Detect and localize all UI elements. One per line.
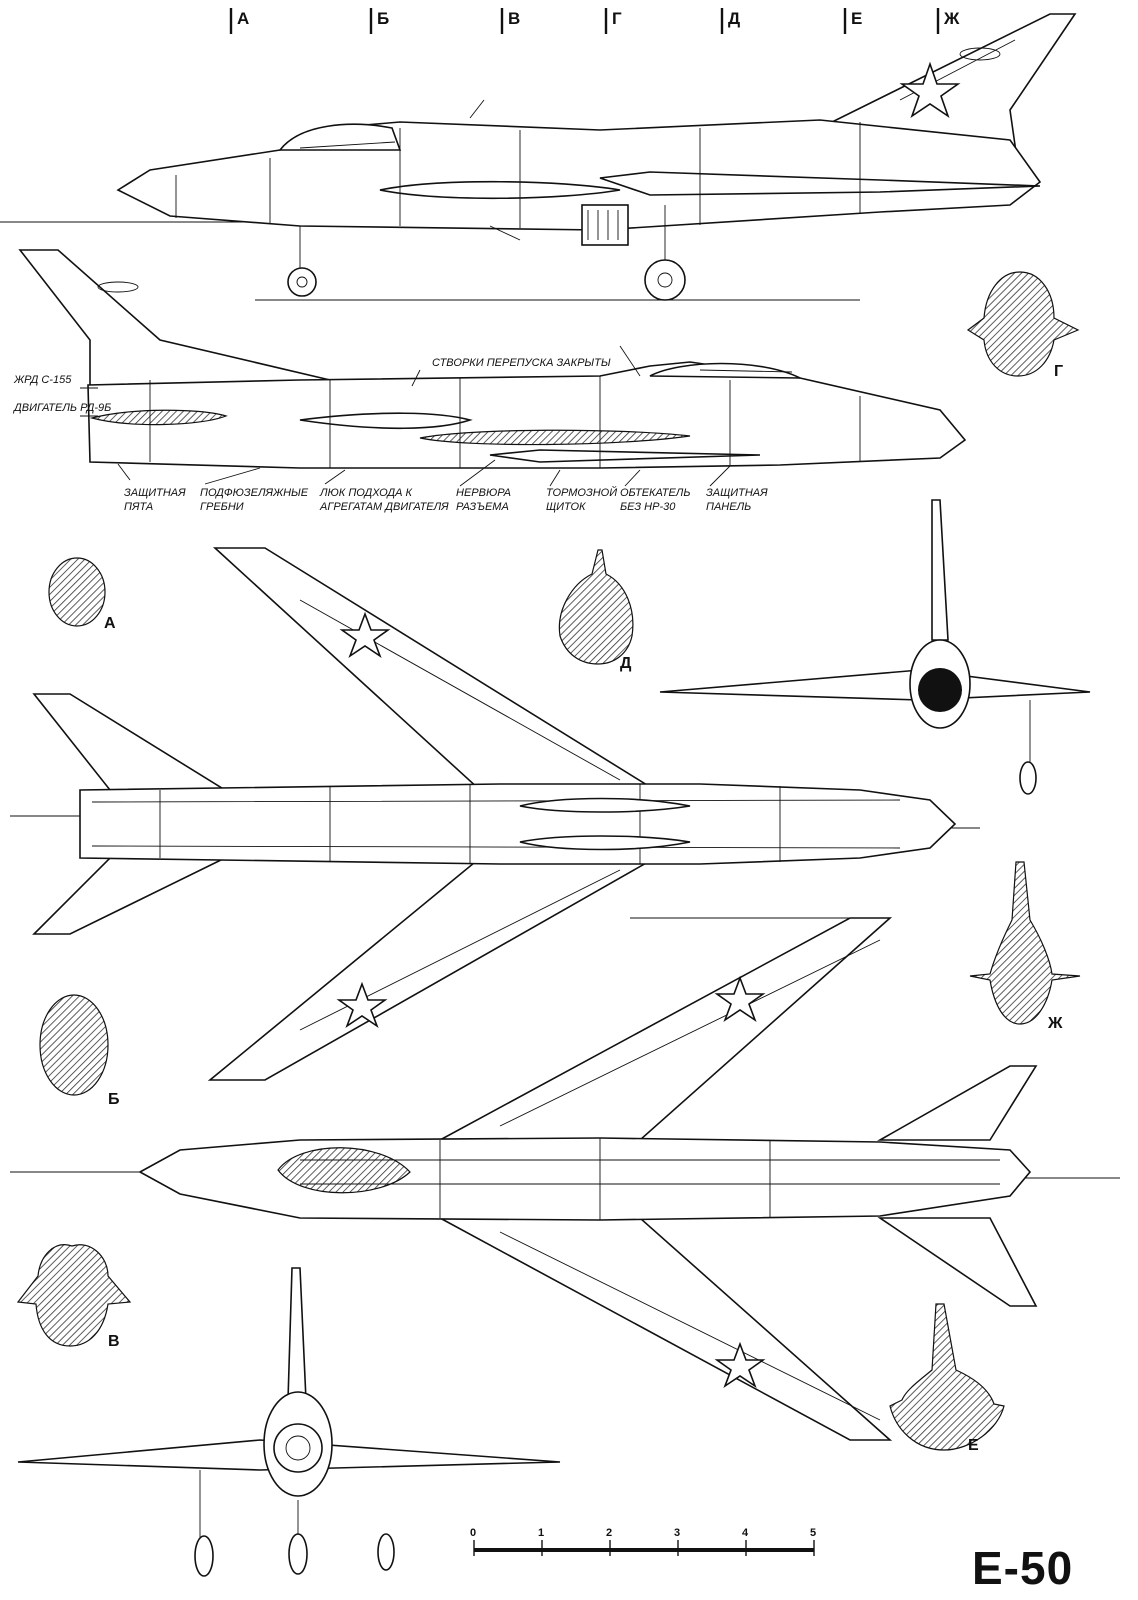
front-view-right xyxy=(659,499,1091,795)
front-view-left xyxy=(17,1267,561,1577)
scale-bar: 0 1 2 3 4 5 xyxy=(470,1527,816,1556)
callout-brake-line1: ТОРМОЗНОЙ xyxy=(546,486,617,499)
callout-hatch-line2: АГРЕГАТАМ ДВИГАТЕЛЯ xyxy=(319,501,449,513)
callout-rocket-engine: ЖРД С-155 xyxy=(13,374,72,386)
scale-tick-1: 1 xyxy=(538,1527,544,1539)
section-label-zh: Ж xyxy=(1047,1015,1063,1032)
scale-tick-2: 2 xyxy=(606,1527,612,1539)
scale-tick-5: 5 xyxy=(810,1527,816,1539)
callout-heel-line1: ЗАЩИТНАЯ xyxy=(124,487,186,499)
side-view-gear-up xyxy=(18,249,967,487)
station-marks: А Б В Г Д Е Ж xyxy=(229,8,960,34)
station-mark-v: В xyxy=(508,9,520,28)
drawing-title: Е-50 xyxy=(972,1542,1074,1594)
callout-engine: ДВИГАТЕЛЬ РД-9Б xyxy=(12,402,111,414)
scale-tick-0: 0 xyxy=(470,1527,476,1539)
section-label-a: А xyxy=(104,615,116,632)
top-view xyxy=(10,547,980,1081)
callout-heel-line2: ПЯТА xyxy=(124,501,153,513)
callout-panel-line2: ПАНЕЛЬ xyxy=(706,501,751,513)
section-label-g: Г xyxy=(1054,363,1063,380)
section-label-e: Е xyxy=(968,1437,979,1454)
callout-rib-line1: НЕРВЮРА xyxy=(456,487,511,499)
station-mark-g: Г xyxy=(612,9,622,28)
callout-bypass-doors: СТВОРКИ ПЕРЕПУСКА ЗАКРЫТЫ xyxy=(432,357,611,369)
callout-rib-line2: РАЗЪЕМА xyxy=(456,501,509,513)
callouts: СТВОРКИ ПЕРЕПУСКА ЗАКРЫТЫ ЖРД С-155 ДВИГ… xyxy=(12,357,768,513)
scale-tick-3: 3 xyxy=(674,1527,680,1539)
side-view-gear-down xyxy=(0,13,1077,301)
section-label-v: В xyxy=(108,1333,120,1350)
station-mark-e: Е xyxy=(851,9,862,28)
callout-ridges-line2: ГРЕБНИ xyxy=(200,501,244,513)
callout-fairing-line2: БЕЗ НР-30 xyxy=(620,501,676,513)
scale-tick-4: 4 xyxy=(742,1527,749,1539)
station-mark-a: А xyxy=(237,9,249,28)
callout-fairing-line1: ОБТЕКАТЕЛЬ xyxy=(620,487,691,499)
section-label-b: Б xyxy=(108,1091,120,1108)
section-label-d: Д xyxy=(620,655,632,672)
bottom-view xyxy=(10,917,1120,1441)
station-mark-b: Б xyxy=(377,9,389,28)
callout-ridges-line1: ПОДФЮЗЕЛЯЖНЫЕ xyxy=(200,487,309,499)
cross-sections: А Б В Г Д Е Ж xyxy=(16,271,1081,1454)
station-mark-d: Д xyxy=(728,9,740,28)
callout-brake-line2: ЩИТОК xyxy=(546,501,586,513)
station-mark-zh: Ж xyxy=(943,9,960,28)
callout-panel-line1: ЗАЩИТНАЯ xyxy=(706,487,768,499)
callout-hatch-line1: ЛЮК ПОДХОДА К xyxy=(319,487,413,499)
